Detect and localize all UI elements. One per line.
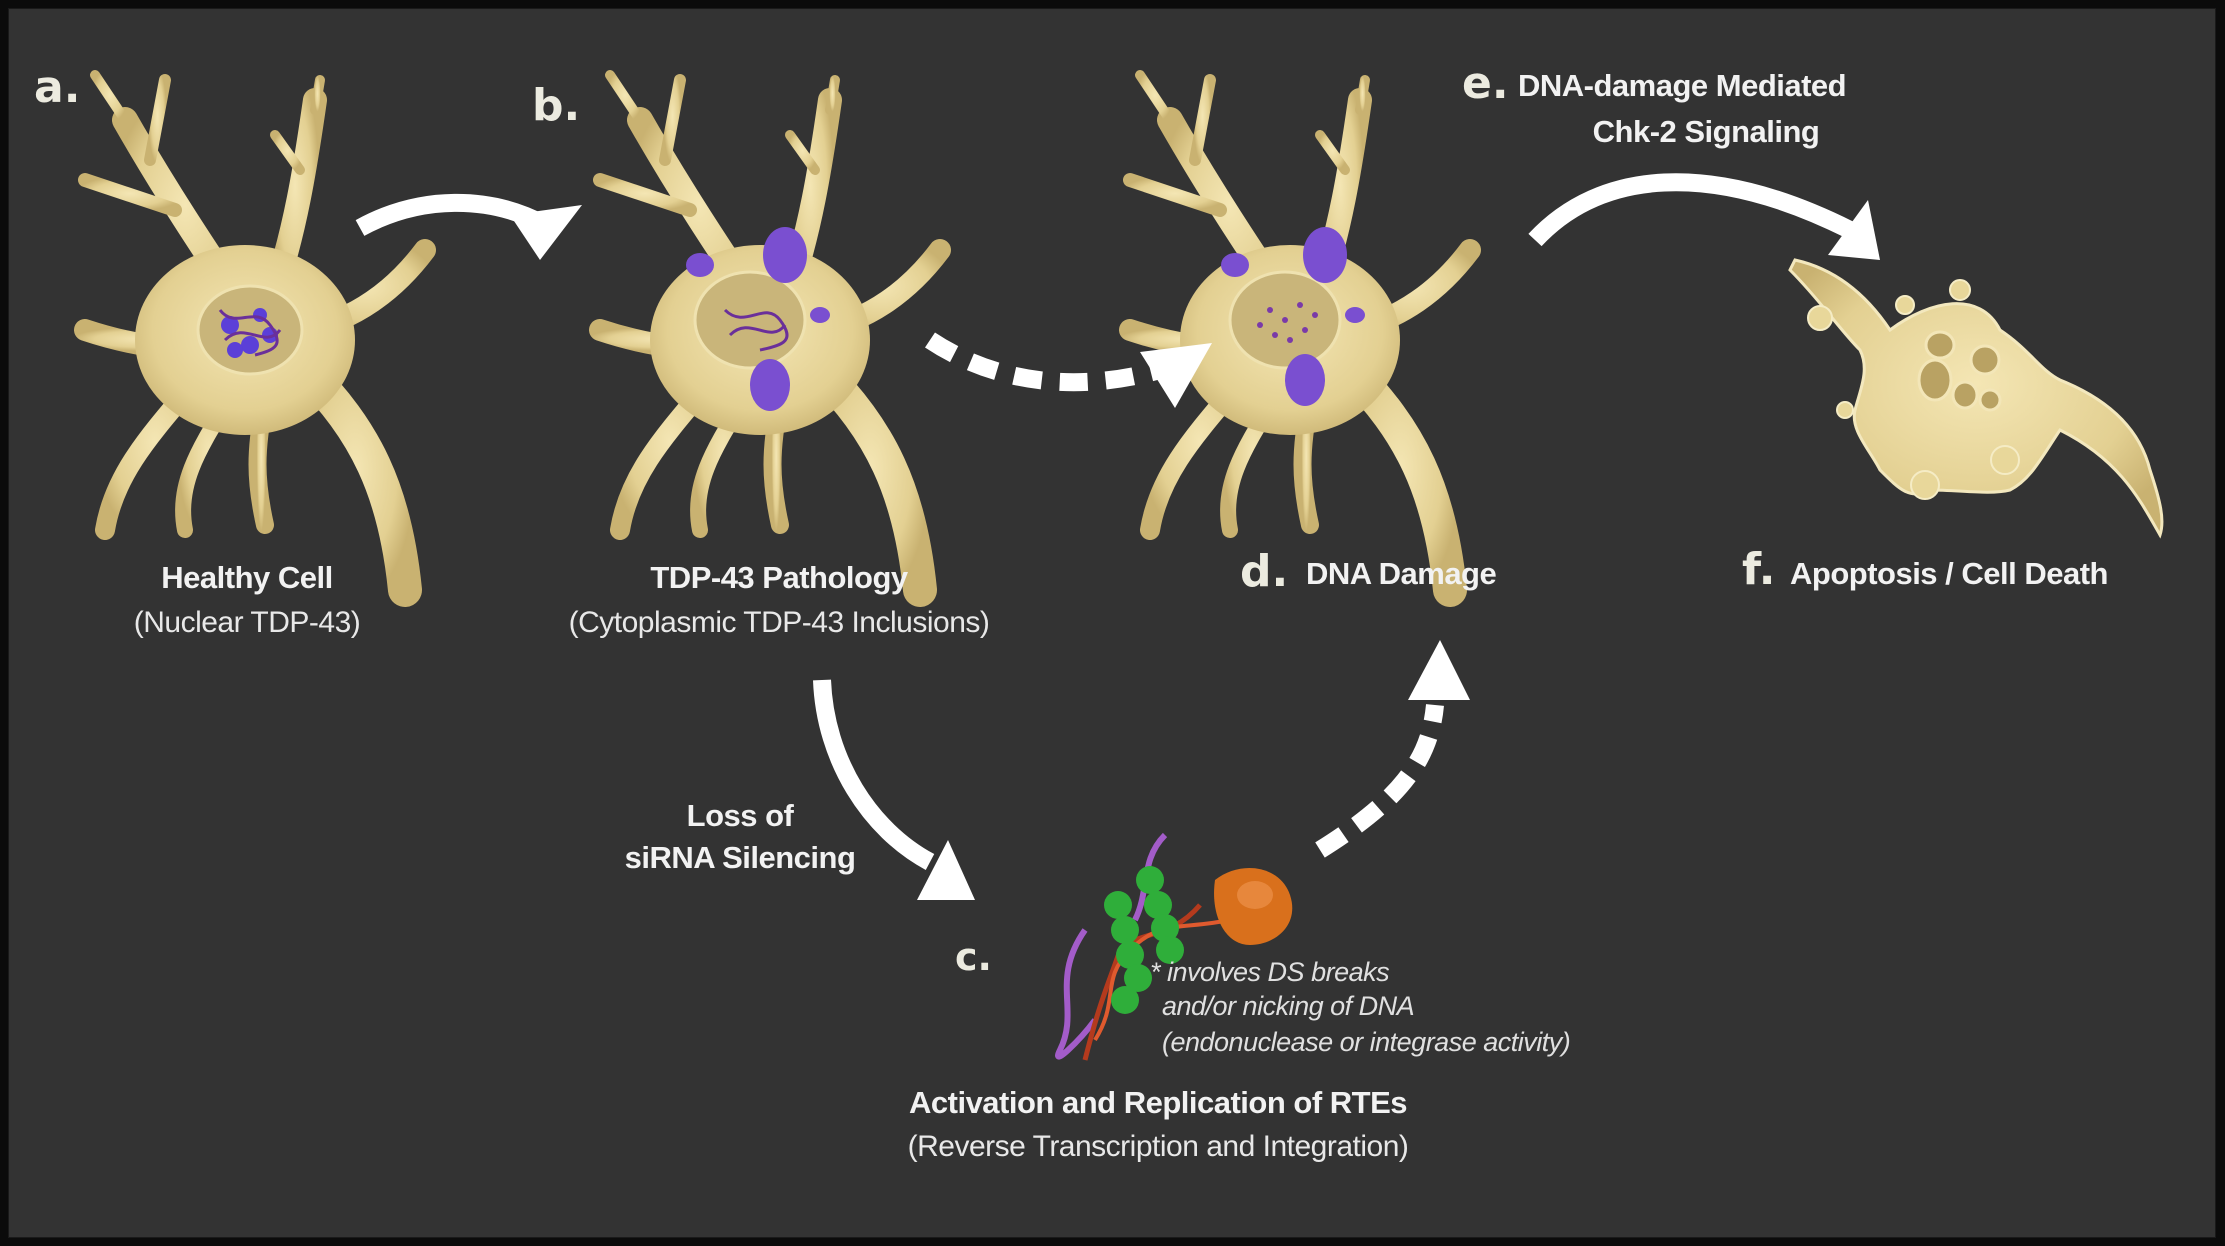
tdp43-pathology-title: TDP-43 Pathology [650,560,908,595]
arrowhead-a-to-b [510,205,582,260]
loss-of-label: Loss of [686,798,794,833]
healthy-cell-title: Healthy Cell [161,560,333,595]
chk2-signaling-line1: DNA-damage Mediated [1518,68,1847,103]
sirna-silencing-label: siRNA Silencing [624,840,856,875]
arrowhead-c-to-d [1408,640,1470,700]
rte-activation-title: Activation and Replication of RTEs [909,1085,1408,1120]
arrow-b-to-d-dashed [925,332,1163,392]
healthy-neuron [85,75,425,590]
panel-letter-e: e. [1462,58,1509,109]
dna-damage-title: DNA Damage [1306,556,1497,591]
panel-letter-b: b. [532,80,581,131]
healthy-cell-subtitle: (Nuclear TDP-43) [133,606,361,639]
tdp43-pathology-subtitle: (Cytoplasmic TDP-43 Inclusions) [568,606,990,639]
rte-activation-subtitle: (Reverse Transcription and Integration) [907,1130,1409,1163]
panel-letter-f: f. [1742,544,1776,595]
rte-note-line2: and/or nicking of DNA [1162,991,1415,1021]
panel-letter-c: c. [955,935,992,979]
arrowhead-b-to-c [917,840,975,900]
dna-damage-neuron [1130,75,1470,590]
apoptosis-title: Apoptosis / Cell Death [1790,556,2108,591]
panel-letter-d: d. [1240,546,1289,597]
arrow-d-to-f [1528,173,1855,247]
rte-note-line3: (endonuclease or integrase activity) [1162,1027,1571,1057]
arrowhead-d-to-f [1828,200,1880,260]
apoptotic-cell [1788,258,2164,539]
rte-note-line1: * involves DS breaks [1150,957,1390,987]
arrowhead-b-to-d [1140,343,1212,408]
arrow-b-to-c [813,679,935,870]
tdp43-pathology-neuron [600,75,940,590]
chk2-signaling-line2: Chk-2 Signaling [1592,114,1820,149]
panel-letter-a: a. [34,62,81,113]
arrow-c-to-d-dashed [1315,704,1444,858]
rte-molecule-icon [1055,832,1293,1061]
